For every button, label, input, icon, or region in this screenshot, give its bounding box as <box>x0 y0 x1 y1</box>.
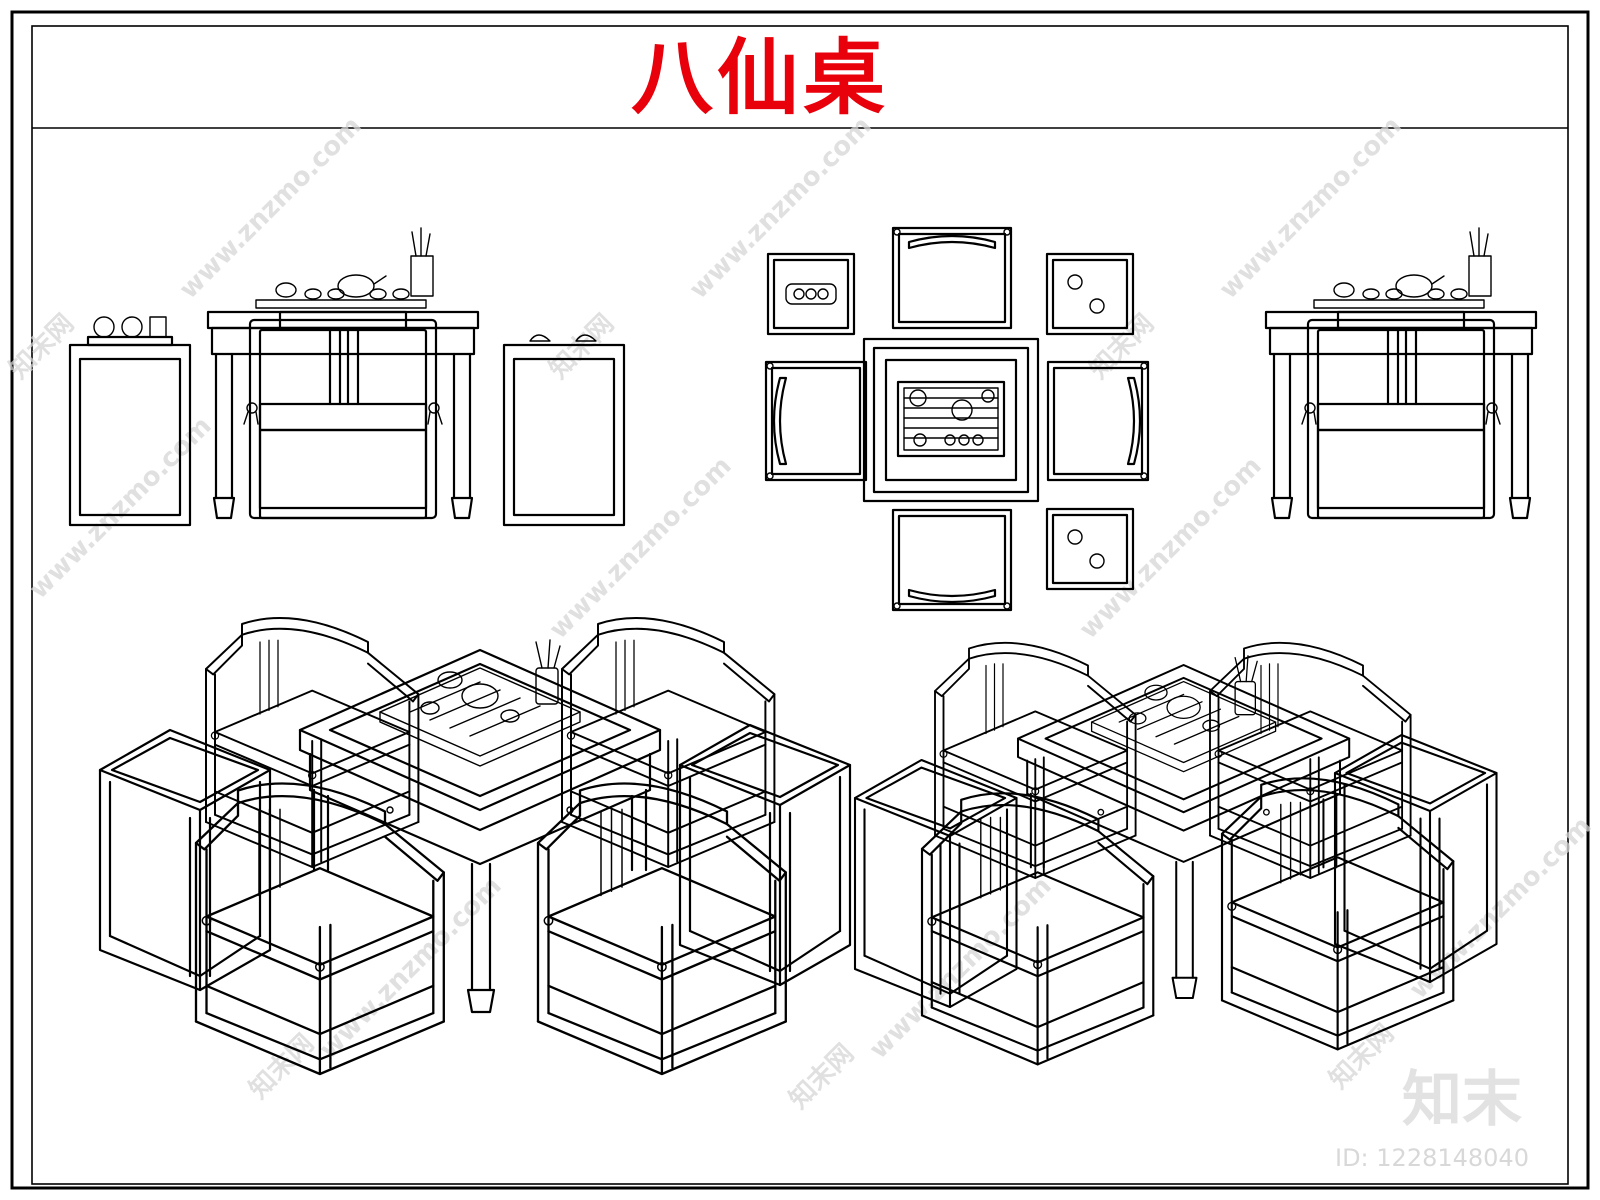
inner-border <box>31 25 1569 1185</box>
plan-chair-top <box>891 226 1013 330</box>
watermark-text: www.znzmo.com <box>544 451 738 645</box>
side-table-right <box>502 334 626 527</box>
watermark-brand: 知末网 <box>244 1029 320 1105</box>
table-chair-front-elevation <box>206 226 480 520</box>
watermark-brand: 知末网 <box>544 309 620 385</box>
front-elevation-view <box>68 226 626 527</box>
top-plan-view <box>764 226 1150 612</box>
side-table-left <box>68 316 192 527</box>
plan-table <box>862 337 1040 503</box>
watermark-text: www.znzmo.com <box>174 111 368 305</box>
plan-stool-top-left <box>766 252 856 336</box>
isometric-set-left <box>98 617 852 1076</box>
outer-border <box>10 10 1590 1190</box>
watermark-brand: 知末网 <box>784 1039 860 1115</box>
watermark-id: ID: 1228148040 <box>1335 1144 1529 1172</box>
plan-stool-bottom-right <box>1045 507 1135 591</box>
drawing-title: 八仙桌 <box>630 30 889 126</box>
plan-chair-right <box>1046 360 1150 482</box>
plan-chair-bottom <box>891 508 1013 612</box>
watermark-logo: 知末 <box>1402 1065 1522 1135</box>
isometric-set-right <box>853 641 1498 1066</box>
watermark-brand: 知末网 <box>4 309 80 385</box>
plan-chair-left <box>764 360 868 482</box>
watermark-brand: 知末网 <box>1324 1019 1400 1095</box>
plan-stool-top-right <box>1045 252 1135 336</box>
table-chair-side-elevation <box>1264 226 1538 520</box>
watermark-text: www.znzmo.com <box>1214 111 1408 305</box>
watermark-text: www.znzmo.com <box>24 411 218 605</box>
